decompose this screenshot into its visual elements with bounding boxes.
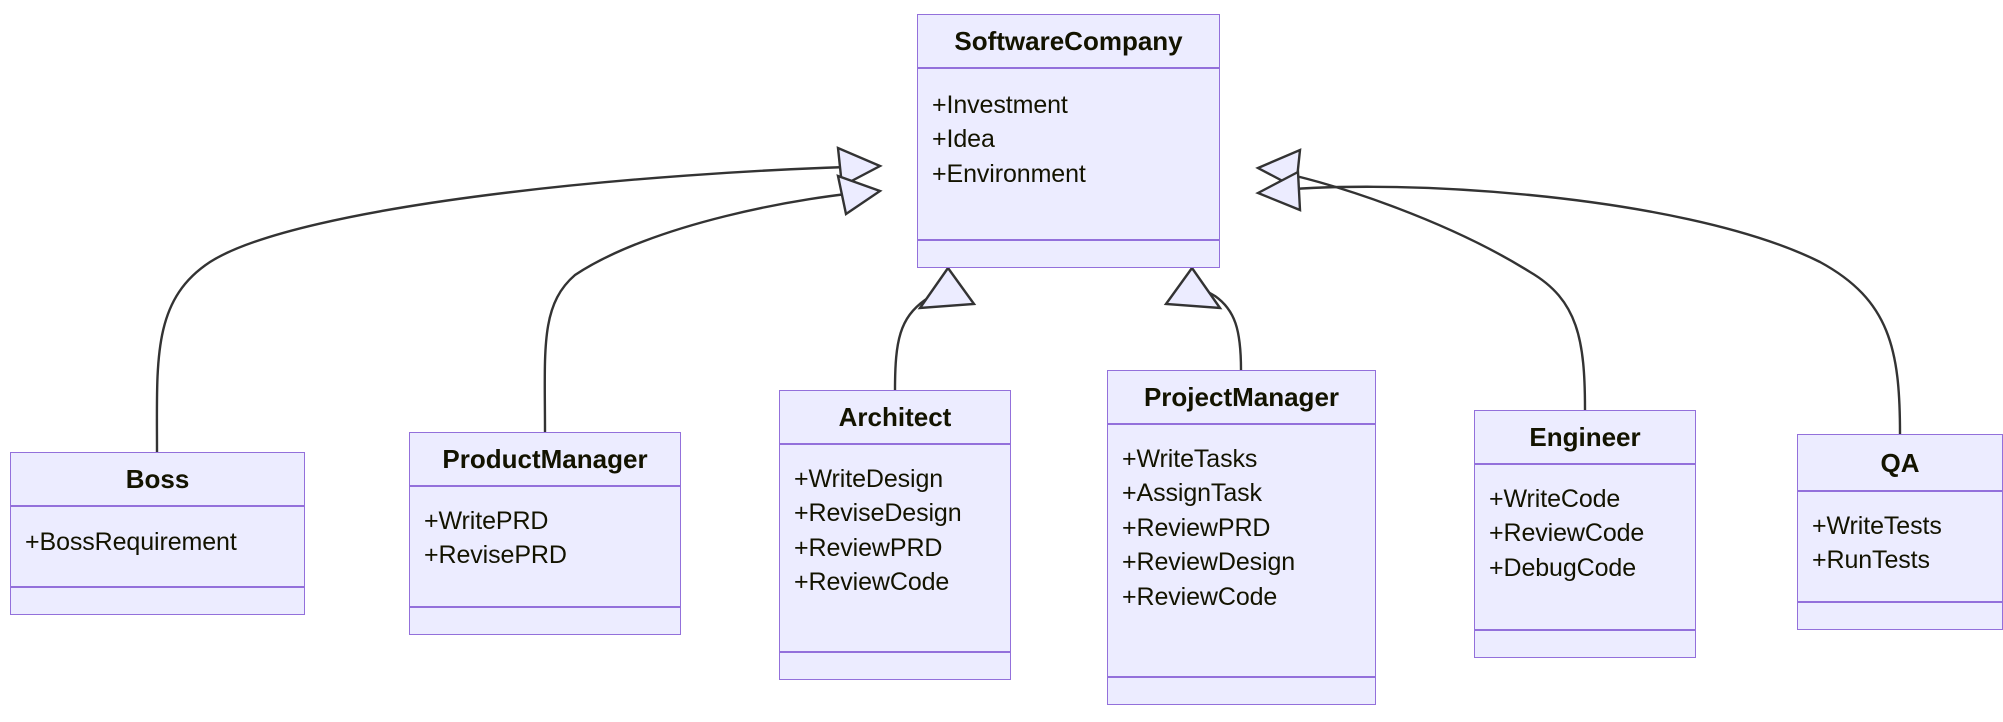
class-attribute: +BossRequirement — [25, 527, 237, 556]
class-divider — [918, 67, 1219, 69]
class-divider — [780, 443, 1010, 445]
class-divider — [780, 651, 1010, 653]
class-methods-softwarecompany — [918, 241, 1219, 267]
arrowhead-engineer — [1255, 148, 1302, 190]
class-attribute: +ReviewPRD — [1122, 513, 1271, 542]
class-methods-projectmanager — [1108, 678, 1375, 704]
class-attributes-qa: +WriteTests +RunTests — [1798, 492, 2002, 602]
class-attribute: +Environment — [932, 159, 1086, 188]
class-title-architect: Architect — [838, 402, 952, 432]
class-methods-architect — [780, 653, 1010, 679]
class-title-softwarecompany: SoftwareCompany — [954, 26, 1183, 56]
class-attribute: +ReviewCode — [1489, 519, 1645, 548]
class-divider — [1798, 490, 2002, 492]
class-divider — [11, 505, 304, 507]
class-methods-qa — [1798, 603, 2002, 629]
class-attribute: +ReviewCode — [794, 568, 950, 597]
class-attribute: +Idea — [932, 125, 995, 154]
class-node-softwarecompany[interactable]: SoftwareCompany +Investment +Idea +Envir… — [917, 14, 1220, 268]
class-node-engineer[interactable]: Engineer +WriteCode +ReviewCode +DebugCo… — [1474, 410, 1696, 658]
class-divider — [1475, 463, 1695, 465]
class-attribute: +RevisePRD — [424, 541, 567, 570]
class-attributes-architect: +WriteDesign +ReviseDesign +ReviewPRD +R… — [780, 445, 1010, 652]
arrowhead-boss — [836, 146, 883, 188]
class-attributes-engineer: +WriteCode +ReviewCode +DebugCode — [1475, 465, 1695, 630]
class-divider — [918, 239, 1219, 241]
class-divider — [11, 586, 304, 588]
class-attributes-projectmanager: +WriteTasks +AssignTask +ReviewPRD +Revi… — [1108, 425, 1375, 677]
class-node-projectmanager[interactable]: ProjectManager +WriteTasks +AssignTask +… — [1107, 370, 1376, 705]
class-divider — [410, 606, 680, 608]
class-title-projectmanager: ProjectManager — [1143, 382, 1340, 412]
class-attributes-productmanager: +WritePRD +RevisePRD — [410, 487, 680, 607]
class-methods-engineer — [1475, 631, 1695, 657]
class-methods-productmanager — [410, 608, 680, 634]
class-attribute: +ReviseDesign — [794, 499, 962, 528]
class-divider — [1108, 676, 1375, 678]
class-attribute: +AssignTask — [1122, 479, 1262, 508]
class-attribute: +DebugCode — [1489, 553, 1637, 582]
class-divider — [410, 485, 680, 487]
arrowhead-qa — [1255, 170, 1302, 212]
edge-architect-to-softwarecompany — [893, 269, 950, 391]
class-attribute: +ReviewDesign — [1122, 548, 1296, 577]
class-attribute: +WriteCode — [1489, 484, 1621, 513]
class-title-boss: Boss — [125, 464, 190, 494]
class-node-qa[interactable]: QA +WriteTests +RunTests — [1797, 434, 2003, 630]
class-attribute: +WriteTasks — [1122, 444, 1258, 473]
edge-projectmanager-to-softwarecompany — [1190, 269, 1243, 371]
arrowhead-projectmanager — [1163, 265, 1223, 310]
class-attribute: +Investment — [932, 90, 1068, 119]
class-attributes-boss: +BossRequirement — [11, 507, 304, 587]
class-attribute: +ReviewCode — [1122, 582, 1278, 611]
class-attribute: +WritePRD — [424, 506, 549, 535]
class-attribute: +WriteDesign — [794, 464, 944, 493]
class-title-qa: QA — [1880, 448, 1920, 478]
class-attribute: +ReviewPRD — [794, 533, 943, 562]
class-methods-boss — [11, 588, 304, 614]
class-divider — [1108, 423, 1375, 425]
class-title-productmanager: ProductManager — [442, 444, 648, 474]
class-node-architect[interactable]: Architect +WriteDesign +ReviseDesign +Re… — [779, 390, 1011, 680]
arrowhead-productmanager — [836, 174, 883, 216]
class-node-productmanager[interactable]: ProductManager +WritePRD +RevisePRD — [409, 432, 681, 635]
class-attribute: +RunTests — [1812, 546, 1930, 575]
class-attributes-softwarecompany: +Investment +Idea +Environment — [918, 69, 1219, 240]
class-divider — [1798, 601, 2002, 603]
class-attribute: +WriteTests — [1812, 511, 1942, 540]
class-title-engineer: Engineer — [1529, 422, 1641, 452]
class-divider — [1475, 629, 1695, 631]
arrowhead-architect — [917, 265, 977, 310]
edge-boss-to-softwarecompany — [155, 164, 881, 453]
class-node-boss[interactable]: Boss +BossRequirement — [10, 452, 305, 615]
